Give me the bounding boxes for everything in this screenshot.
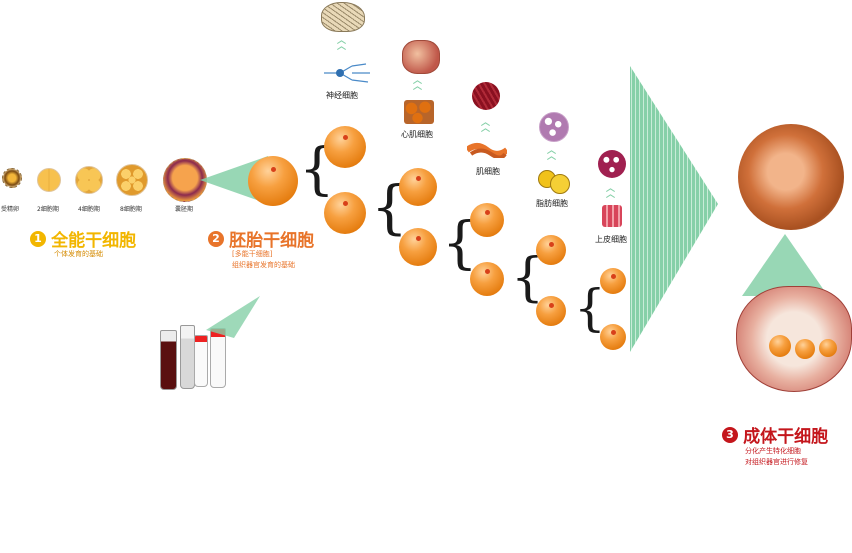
fat-cells-image xyxy=(538,168,570,194)
nerve-cell-label: 神经细胞 xyxy=(326,91,358,100)
section3-heading: 3 成体干细胞 xyxy=(722,422,828,447)
big-green-triangle xyxy=(630,66,718,352)
stem-cell-l1-top xyxy=(324,126,366,168)
fat-tissue-image xyxy=(539,112,569,142)
neuron-image xyxy=(322,62,372,84)
stage-label-0: 受精卵 xyxy=(1,206,20,213)
section1-title: 全能干细胞 xyxy=(51,231,137,251)
section3-line2: 对组织器官进行修复 xyxy=(745,458,808,466)
section3-number-badge: 3 xyxy=(722,426,738,443)
epithelial-cells-image xyxy=(602,205,622,227)
section1-number-badge: 1 xyxy=(30,230,46,247)
stem-cell-l3-top xyxy=(470,203,504,237)
chevron-up-icon: ︿︿ xyxy=(337,36,347,52)
epithelial-cell-label: 上皮细胞 xyxy=(595,235,627,244)
section1-subtitle: 个体发育的基础 xyxy=(54,250,103,258)
section3-line1: 分化产生特化细胞 xyxy=(745,447,801,455)
zygote-image xyxy=(2,168,22,188)
heart-cross-section-image xyxy=(736,286,852,392)
chevron-up-icon: ︿︿ xyxy=(547,146,557,162)
section1-heading: 1 全能干细胞 xyxy=(30,226,136,251)
brace-4: { xyxy=(511,248,545,308)
stem-cell-l5-bottom xyxy=(600,324,626,350)
stage-label-2: 4细胞期 xyxy=(78,206,100,213)
muscle-cells-image xyxy=(465,142,509,160)
section2-heading: 2 胚胎干细胞 xyxy=(208,226,314,251)
muscle-fiber-image xyxy=(472,82,500,110)
stem-cell-l2-top xyxy=(399,168,437,206)
section2-title: 胚胎干细胞 xyxy=(229,231,315,251)
chevron-up-icon: ︿︿ xyxy=(606,184,616,200)
stage-label-4: 囊胚期 xyxy=(175,206,194,213)
stem-cell-l4-top xyxy=(536,235,566,265)
two-cell-image xyxy=(37,168,61,192)
brace-5: { xyxy=(574,279,606,337)
eight-cell-image xyxy=(116,164,148,196)
stem-cell-l3-bottom xyxy=(470,262,504,296)
cardiac-cells-image xyxy=(404,100,434,124)
brain-image xyxy=(321,2,365,32)
heart-small-image xyxy=(402,40,440,74)
chevron-up-icon: ︿︿ xyxy=(481,118,491,134)
section2-number-badge: 2 xyxy=(208,230,224,247)
cardiac-cell-label: 心肌细胞 xyxy=(401,130,433,139)
section2-subtitle: 组织器官发育的基础 xyxy=(232,261,295,269)
stem-cell-l2-bottom xyxy=(399,228,437,266)
muscle-cell-label: 肌细胞 xyxy=(476,167,500,176)
fetus-image xyxy=(738,124,844,230)
embryonic-stem-cell xyxy=(248,156,298,206)
section2-bracket-note: [多能干细胞] xyxy=(232,250,273,258)
epithelial-tissue-image xyxy=(598,150,626,178)
section3-title: 成体干细胞 xyxy=(743,427,829,447)
chevron-up-icon: ︿︿ xyxy=(413,76,423,92)
four-cell-image xyxy=(75,166,103,194)
stage-label-3: 8细胞期 xyxy=(120,206,142,213)
stage-label-1: 2细胞期 xyxy=(37,206,59,213)
stem-cell-l1-bottom xyxy=(324,192,366,234)
fat-cell-label: 脂肪细胞 xyxy=(536,199,568,208)
blastocyst-image xyxy=(163,158,207,202)
stem-cell-l4-bottom xyxy=(536,296,566,326)
green-wedge-heart xyxy=(742,234,828,296)
stem-cell-l5-top xyxy=(600,268,626,294)
green-wedge-tubes xyxy=(206,296,260,338)
